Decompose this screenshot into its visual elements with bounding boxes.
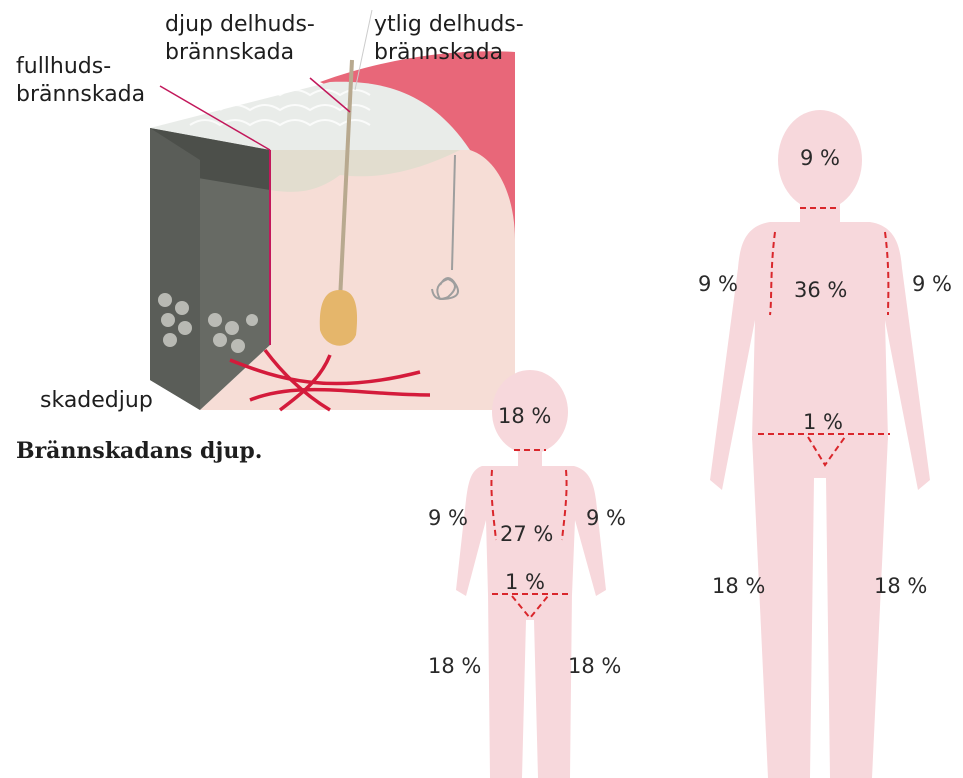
- adult-torso-pct: 36 %: [794, 278, 847, 302]
- child-left-arm-pct: 9 %: [428, 506, 468, 530]
- adult-right-leg-pct: 18 %: [874, 574, 927, 598]
- child-genital-pct: 1 %: [505, 570, 545, 594]
- child-left-leg-pct: 18 %: [428, 654, 481, 678]
- child-right-leg-pct: 18 %: [568, 654, 621, 678]
- child-torso-pct: 27 %: [500, 522, 553, 546]
- adult-genital-pct: 1 %: [803, 410, 843, 434]
- adult-left-leg-pct: 18 %: [712, 574, 765, 598]
- adult-right-arm-pct: 9 %: [912, 272, 952, 296]
- adult-left-arm-pct: 9 %: [698, 272, 738, 296]
- child-right-arm-pct: 9 %: [586, 506, 626, 530]
- adult-figure: [710, 110, 930, 778]
- child-head-pct: 18 %: [498, 404, 551, 428]
- adult-head-pct: 9 %: [800, 146, 840, 170]
